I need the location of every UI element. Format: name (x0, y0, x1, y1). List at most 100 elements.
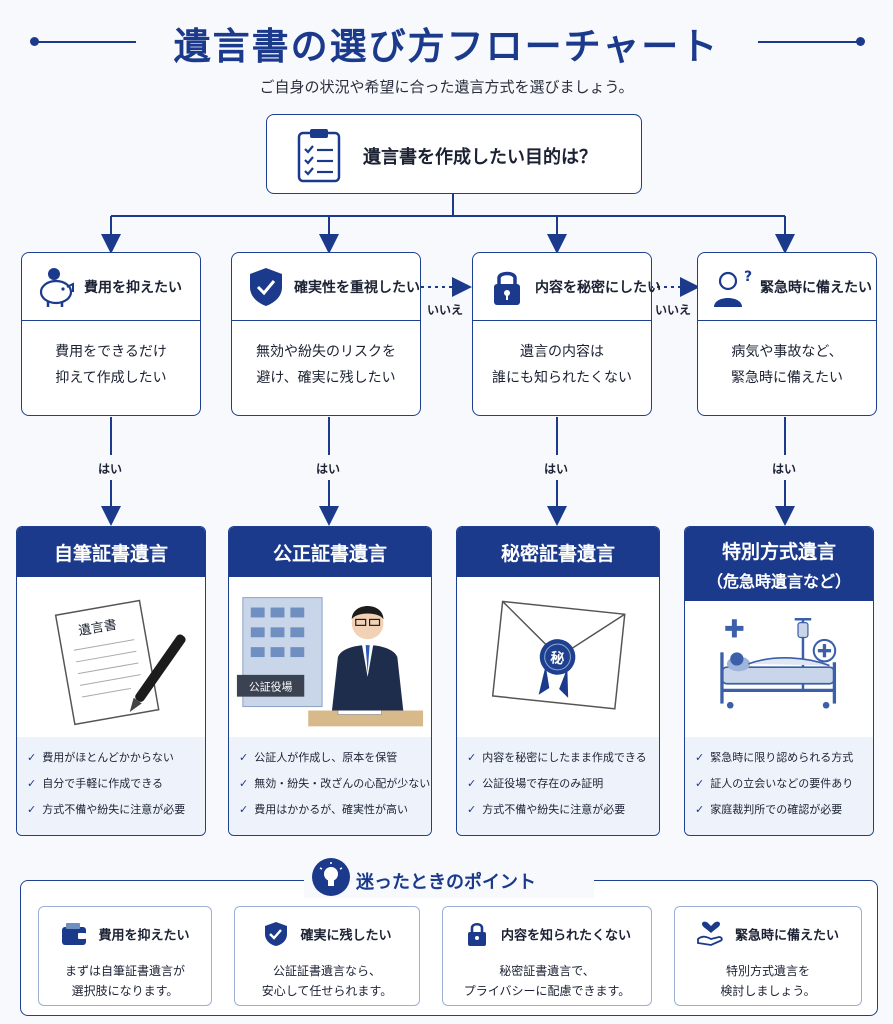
purpose-card-head: 内容を秘密にしたい (473, 253, 661, 321)
result-card-holographic: 自筆証書遺言 遺言書 ✓費用がほとんどかからない ✓自分で手軽に作成できる ✓方… (16, 526, 206, 836)
no-label: いいえ (427, 303, 464, 317)
purpose-card-emergency: ? 緊急時に備えたい 病気や事故など、 緊急時に備えたい (697, 252, 877, 416)
result-features: ✓公証人が作成し、原本を保管 ✓無効・紛失・改ざんの心配が少ない ✓費用はかかる… (229, 737, 431, 835)
point-header: 内容を知られたくない (443, 921, 651, 947)
purpose-label: 緊急時に備えたい (760, 280, 872, 296)
purpose-desc-line: 抑えて作成したい (55, 370, 167, 386)
check-icon: ✓ (467, 803, 477, 816)
point-card-secrecy: 内容を知られたくない 秘密証書遺言で、 プライバシーに配慮できます。 (442, 906, 652, 1006)
purpose-desc-line: 病気や事故など、 (731, 344, 843, 360)
notary-office-icon: 公証役場 (236, 597, 424, 727)
feature-item: ✓方式不備や紛失に注意が必要 (27, 803, 186, 816)
title-dot-right (856, 37, 865, 46)
purpose-desc-line: 避け、確実に残したい (256, 370, 396, 386)
check-icon: ✓ (239, 751, 249, 764)
sealed-envelope-icon: 秘 (491, 600, 626, 710)
yes-label: はい (772, 462, 797, 476)
result-subtitle: （危急時遺言など） (706, 572, 851, 591)
feature-item: ✓公証役場で存在のみ証明 (467, 777, 604, 790)
purpose-label: 確実性を重視したい (294, 280, 420, 296)
result-card-head: 公正証書遺言 (229, 527, 431, 577)
point-description: 公証証書遺言なら、 安心して任せられます。 (261, 964, 393, 998)
check-icon: ✓ (27, 751, 37, 764)
lightbulb-icon (312, 858, 350, 896)
point-header: 確実に残したい (235, 921, 419, 947)
result-features: ✓内容を秘密にしたまま作成できる ✓公証役場で存在のみ証明 ✓方式不備や紛失に注… (457, 737, 659, 835)
feature-item: ✓緊急時に限り認められる方式 (695, 751, 854, 764)
result-title: 自筆証書遺言 (53, 543, 168, 565)
yes-label: はい (316, 462, 341, 476)
purpose-label: 内容を秘密にしたい (535, 280, 661, 296)
feature-item: ✓費用はかかるが、確実性が高い (239, 803, 408, 816)
result-title: 特別方式遺言 (721, 541, 836, 563)
check-icon: ✓ (239, 803, 249, 816)
check-icon: ✓ (695, 751, 705, 764)
purpose-desc-line: 緊急時に備えたい (731, 370, 843, 386)
purpose-description: 費用をできるだけ 抑えて作成したい (22, 339, 200, 391)
purpose-card-secrecy: 内容を秘密にしたい 遺言の内容は 誰にも知られたくない (472, 252, 661, 416)
svg-text:?: ? (744, 269, 752, 285)
question-box: 遺言書を作成したい目的は？ (266, 114, 642, 194)
result-card-special: 特別方式遺言 （危急時遺言など） ✓緊急時に限り認められる方式 ✓証人の立会いな… (684, 526, 874, 836)
seal-label: 秘 (550, 649, 566, 667)
yes-label: はい (98, 462, 123, 476)
shield-check-icon (250, 268, 282, 306)
purpose-card-cost: 費用を抑えたい 費用をできるだけ 抑えて作成したい (21, 252, 201, 416)
document-label: 遺言書 (77, 618, 118, 639)
point-card-cost: 費用を抑えたい まずは自筆証書遺言が 選択肢になります。 (38, 906, 212, 1006)
purpose-desc-line: 遺言の内容は (520, 344, 604, 360)
lock-icon (494, 271, 520, 305)
title-line-left (36, 41, 136, 43)
feature-item: ✓自分で手軽に作成できる (27, 777, 163, 790)
point-header: 費用を抑えたい (39, 921, 211, 947)
result-card-head: 秘密証書遺言 (457, 527, 659, 577)
purpose-description: 病気や事故など、 緊急時に備えたい (698, 339, 876, 391)
clipboard-checklist-icon (297, 129, 341, 183)
purpose-card-head: 費用を抑えたい (22, 253, 200, 321)
result-card-secret: 秘密証書遺言 秘 ✓内容を秘密にしたまま作成できる ✓公証役場で存在のみ証明 ✓… (456, 526, 660, 836)
person-question-icon: ? (714, 269, 752, 307)
office-sign-label: 公証役場 (249, 680, 293, 694)
points-title: 迷ったときのポイント (356, 872, 536, 893)
check-icon: ✓ (27, 777, 37, 790)
feature-item: ✓証人の立会いなどの要件あり (695, 777, 854, 790)
feature-item: ✓費用がほとんどかからない (27, 751, 174, 764)
feature-item: ✓方式不備や紛失に注意が必要 (467, 803, 626, 816)
purpose-label: 費用を抑えたい (84, 280, 182, 296)
purpose-desc-line: 費用をできるだけ (55, 344, 167, 360)
check-icon: ✓ (695, 777, 705, 790)
feature-item: ✓家庭裁判所での確認が必要 (695, 803, 843, 816)
page-title: 遺言書の選び方フローチャート (173, 25, 720, 68)
point-card-emergency: 緊急時に備えたい 特別方式遺言を 検討しましょう。 (674, 906, 862, 1006)
check-icon: ✓ (27, 803, 37, 816)
page-subtitle: ご自身の状況や希望に合った遺言方式を選びましょう。 (259, 78, 634, 96)
point-description: 特別方式遺言を 検討しましょう。 (720, 964, 816, 998)
point-card-certainty: 確実に残したい 公証証書遺言なら、 安心して任せられます。 (234, 906, 420, 1006)
heart-hand-icon (697, 921, 723, 946)
purpose-desc-line: 無効や紛失のリスクを (256, 344, 396, 360)
check-icon: ✓ (467, 751, 477, 764)
check-icon: ✓ (467, 777, 477, 790)
hospital-bed-icon (720, 618, 837, 709)
shield-check-icon (265, 922, 288, 946)
point-description: 秘密証書遺言で、 プライバシーに配慮できます。 (463, 964, 631, 998)
result-features: ✓費用がほとんどかからない ✓自分で手軽に作成できる ✓方式不備や紛失に注意が必… (17, 737, 205, 835)
handwritten-will-icon: 遺言書 (54, 599, 186, 726)
lock-icon (467, 922, 486, 946)
wallet-icon (62, 923, 87, 945)
points-header: 迷ったときのポイント (304, 858, 594, 898)
purpose-card-head: 確実性を重視したい (232, 253, 420, 321)
title-line-right (758, 41, 858, 43)
result-card-notarial: 公正証書遺言 公証役場 ✓公証人が作成し、原本を保管 ✓無効・紛失・改ざんの心配… (228, 526, 432, 836)
result-title: 秘密証書遺言 (500, 543, 615, 565)
point-description: まずは自筆証書遺言が 選択肢になります。 (64, 964, 185, 998)
result-card-head: 特別方式遺言 （危急時遺言など） (685, 527, 873, 601)
point-header: 緊急時に備えたい (675, 921, 861, 947)
title-row: 遺言書の選び方フローチャート (0, 14, 893, 70)
no-label: いいえ (655, 303, 692, 317)
purpose-desc-line: 誰にも知られたくない (492, 370, 632, 386)
result-title: 公正証書遺言 (272, 543, 387, 565)
result-card-head: 自筆証書遺言 (17, 527, 205, 577)
feature-item: ✓無効・紛失・改ざんの心配が少ない (239, 777, 431, 790)
question-text: 遺言書を作成したい目的は？ (363, 147, 597, 168)
